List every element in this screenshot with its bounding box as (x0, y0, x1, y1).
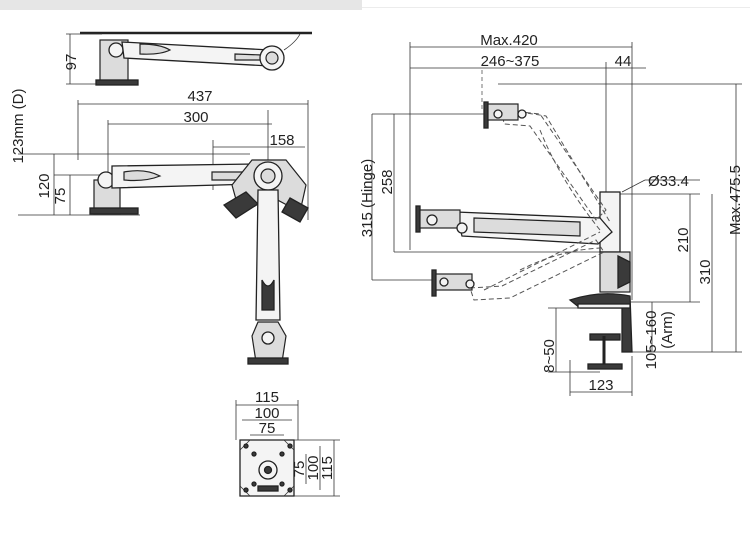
label-reach-range: 246~375 (481, 53, 540, 70)
tilt-knob-lower-2 (465, 279, 475, 289)
vesa-plate-view (235, 400, 340, 497)
side-arm-lower-ghost-2 (483, 231, 601, 291)
label-height-120: 120 (36, 173, 53, 198)
side-arm-upper-ghost-2 (519, 111, 611, 223)
label-height-258: 258 (379, 169, 396, 194)
top-view (66, 31, 312, 86)
top-arm-slot-2 (234, 53, 263, 61)
plan-arm-slot (123, 170, 162, 182)
side-arm-lower-ghost (469, 239, 605, 301)
label-vesa-100: 100 (254, 405, 279, 422)
vesa-hole-7 (251, 481, 257, 487)
label-max-height: Max.475.5 (727, 165, 744, 235)
tilt-head-middle (419, 209, 461, 229)
tilt-knob-middle (426, 214, 438, 226)
label-height-75: 75 (52, 188, 69, 205)
clamp-handle (587, 363, 623, 370)
leader-diameter (621, 179, 646, 193)
label-height-97: 97 (63, 54, 80, 71)
label-pole-diameter: Ø33.4 (648, 173, 689, 190)
vesa-hole-6 (279, 451, 285, 457)
label-width-437: 437 (187, 88, 212, 105)
label-width-158: 158 (269, 132, 294, 149)
label-offset-44: 44 (615, 53, 632, 70)
tilt-knob-upper-2 (517, 109, 527, 119)
spring-arc-ghost (539, 129, 601, 231)
vesa-hole-3 (243, 487, 249, 493)
top-toolbar-strip (0, 0, 362, 10)
label-width-300: 300 (183, 109, 208, 126)
label-hinge-315: 315 (Hinge) (359, 159, 376, 237)
vesa-hole-1 (243, 443, 249, 449)
label-height-210: 210 (675, 227, 692, 252)
plan-vertical-arm-slot (261, 279, 275, 311)
tilt-head-upper (487, 103, 519, 121)
tilt-knob-upper (493, 109, 503, 119)
label-max-reach: Max.420 (480, 32, 538, 49)
label-vesa-v75: 75 (291, 461, 308, 478)
plan-clamp-foot (89, 207, 139, 215)
label-arm: (Arm) (659, 311, 676, 349)
plan-bottom-foot (247, 357, 289, 365)
plan-main-joint-inner (260, 168, 276, 184)
label-vesa-v115: 115 (319, 456, 336, 480)
monitor-plate-lower (431, 269, 437, 297)
plan-hub-wing-right (281, 197, 309, 223)
side-arm-upper-ghost (501, 109, 607, 221)
label-arm-height: 105~160 (643, 311, 660, 370)
pole-lock (617, 254, 631, 290)
top-divider-line (362, 7, 750, 8)
side-arm-middle-inner (473, 217, 581, 237)
vesa-hole-8 (279, 481, 285, 487)
top-arm-slot (139, 43, 172, 55)
label-clamp-range: 8~50 (541, 339, 558, 373)
label-depth-123: 123mm (D) (10, 88, 27, 163)
side-view (371, 42, 742, 396)
clamp-foot (95, 79, 139, 86)
label-vesa-v100: 100 (305, 455, 322, 480)
label-vesa-115: 115 (255, 389, 279, 406)
clamp-pivot (108, 42, 124, 58)
spring-arc-ghost-2 (519, 247, 601, 271)
monitor-plate-middle (415, 205, 421, 233)
vesa-hole-2 (287, 443, 293, 449)
vesa-hole-4 (287, 487, 293, 493)
desk-clamp-top (568, 293, 633, 353)
label-clamp-width: 123 (588, 377, 613, 394)
monitor-plate-upper (483, 101, 489, 129)
desk-top-plate (577, 303, 631, 309)
label-vesa-75: 75 (259, 420, 276, 437)
top-arm-joint-inner (265, 51, 279, 65)
tilt-knob-lower (439, 277, 449, 287)
label-height-310: 310 (697, 259, 714, 284)
vesa-center-dot (263, 465, 273, 475)
tilt-knob-middle-2 (456, 222, 468, 234)
plan-bottom-pivot (261, 331, 275, 345)
plan-view (18, 100, 309, 365)
top-arm-cable (283, 33, 301, 51)
vesa-slot (257, 485, 279, 492)
vesa-hole-5 (251, 451, 257, 457)
